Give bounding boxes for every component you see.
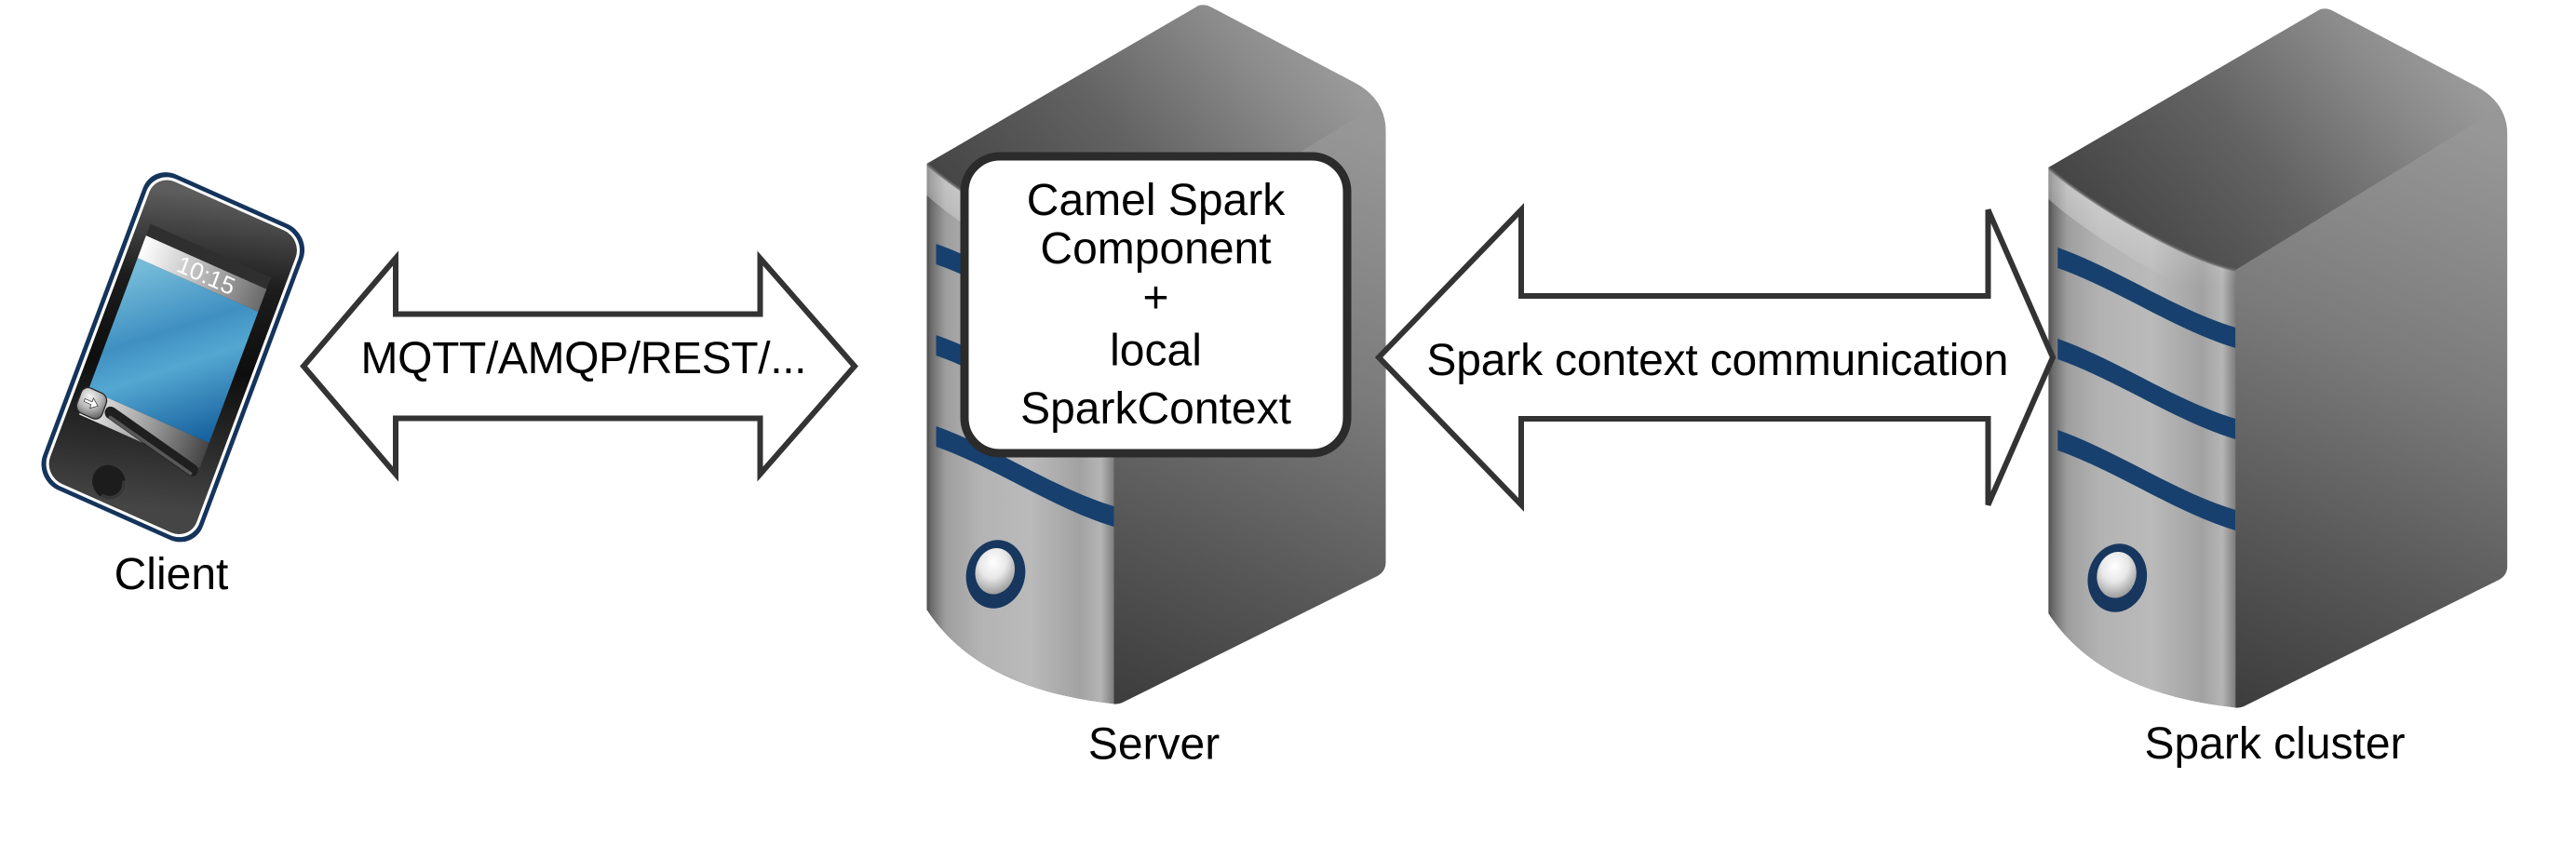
svg-text:Client: Client — [115, 550, 229, 599]
svg-text:local: local — [1110, 327, 1202, 376]
svg-text:Camel Spark: Camel Spark — [1027, 176, 1286, 225]
svg-text:SparkContext: SparkContext — [1020, 384, 1291, 434]
svg-text:+: + — [1142, 274, 1168, 323]
svg-text:MQTT/AMQP/REST/...: MQTT/AMQP/REST/... — [361, 334, 807, 383]
svg-text:Spark cluster: Spark cluster — [2144, 719, 2405, 769]
svg-text:Component: Component — [1040, 224, 1271, 274]
svg-text:Server: Server — [1088, 720, 1220, 770]
svg-text:Spark context communication: Spark context communication — [1426, 336, 2008, 385]
